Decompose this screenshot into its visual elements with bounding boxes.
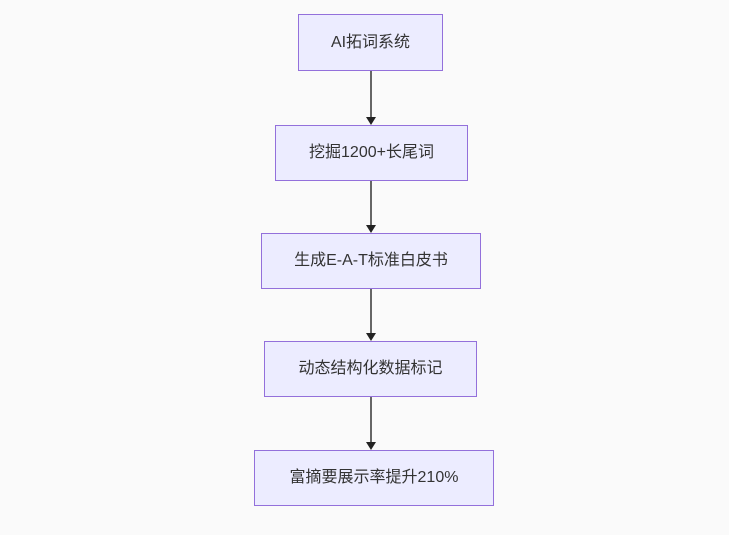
flowchart-node-longtail-mining: 挖掘1200+长尾词 xyxy=(275,125,468,181)
arrowhead-down-icon xyxy=(366,333,376,341)
arrowhead-down-icon xyxy=(366,117,376,125)
node-label: AI拓词系统 xyxy=(330,33,411,51)
edge-line xyxy=(370,71,372,117)
edge-line xyxy=(370,289,372,333)
flowchart-node-structured-data-markup: 动态结构化数据标记 xyxy=(264,341,477,397)
node-label: 生成E-A-T标准白皮书 xyxy=(294,252,448,269)
edge-arrow xyxy=(365,181,377,233)
edge-arrow xyxy=(365,397,377,450)
flowchart-node-rich-snippet-rate: 富摘要展示率提升210% xyxy=(254,450,494,506)
arrowhead-down-icon xyxy=(366,225,376,233)
edge-arrow xyxy=(365,289,377,341)
edge-line xyxy=(370,397,372,442)
node-label: 富摘要展示率提升210% xyxy=(289,469,459,486)
edge-arrow xyxy=(365,71,377,125)
edge-line xyxy=(370,181,372,225)
flowchart-node-ai-keyword-system: AI拓词系统 xyxy=(298,14,443,71)
node-label: 动态结构化数据标记 xyxy=(298,360,443,377)
node-label: 挖掘1200+长尾词 xyxy=(309,144,434,161)
flowchart-node-eat-whitepaper: 生成E-A-T标准白皮书 xyxy=(261,233,481,289)
arrowhead-down-icon xyxy=(366,442,376,450)
